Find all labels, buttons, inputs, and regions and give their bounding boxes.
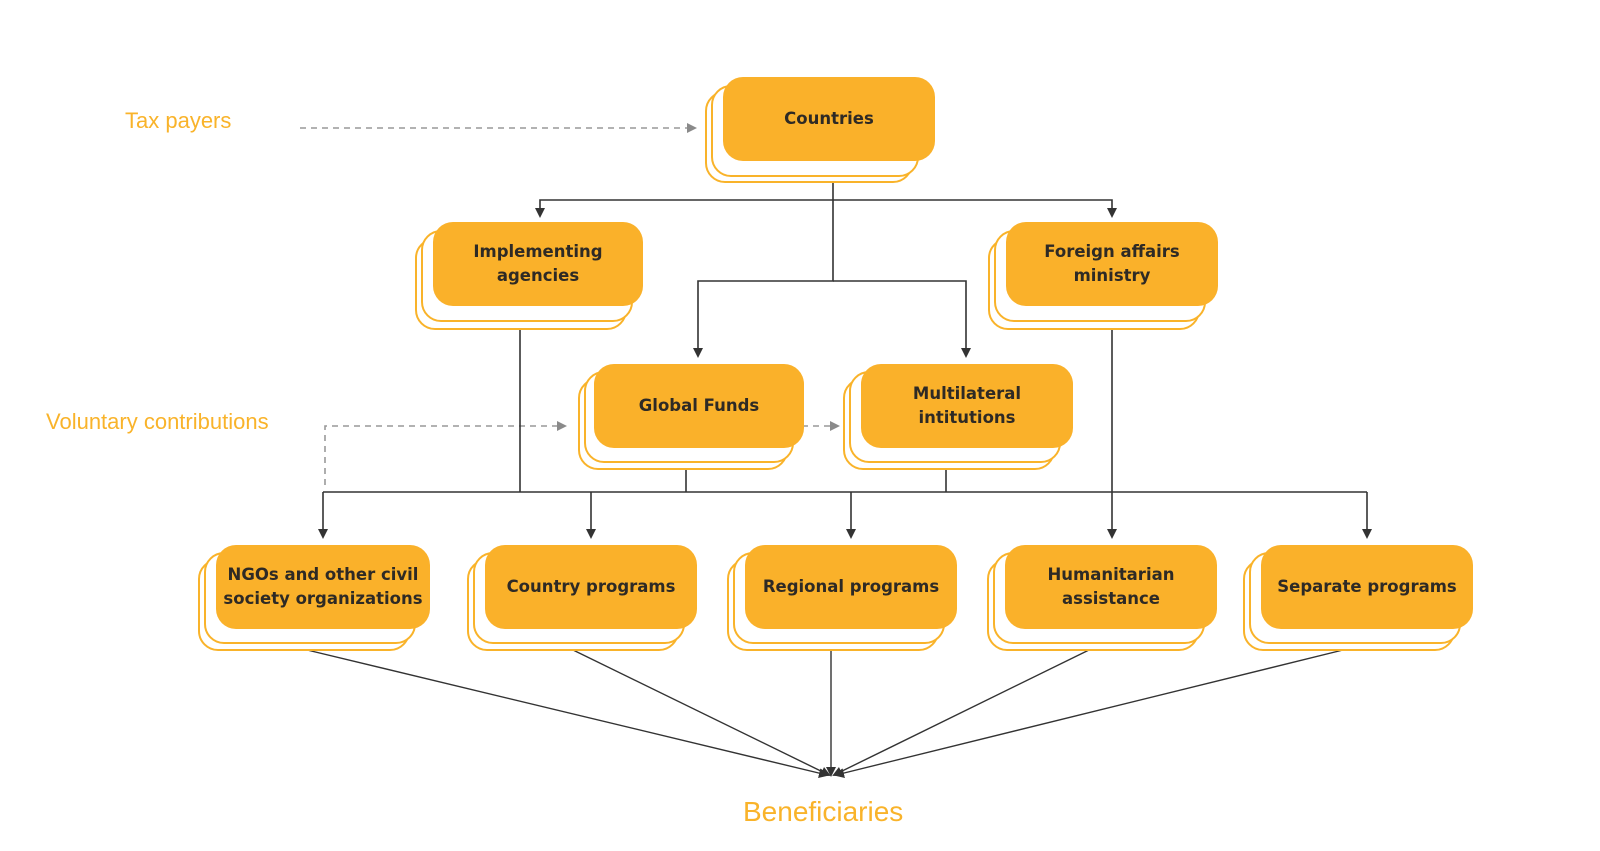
node-multilateral-institutions: Multilateral intitutions [843, 364, 1073, 470]
humanitarian-assistance-text: Humanitarian assistance [1047, 565, 1175, 608]
countries-to-agencies-arrow [535, 170, 834, 218]
node-humanitarian-assistance: Humanitarian assistance [987, 545, 1217, 651]
ngos-to-beneficiaries-arrow [302, 648, 829, 778]
node-implementing-agencies: Implementing agencies [415, 222, 645, 330]
countries-to-ministry-arrow [833, 199, 1117, 218]
countries-text: Countries [784, 109, 874, 128]
ngos-text: NGOs and other civil society organizatio… [223, 565, 423, 608]
global-funds-text: Global Funds [638, 396, 760, 415]
separate-programs-to-beneficiaries-arrow [834, 648, 1348, 778]
node-ngos: NGOs and other civil society organizatio… [198, 545, 430, 651]
separate-programs-text: Separate programs [1277, 577, 1457, 596]
tax-payers-label: Tax payers [125, 108, 232, 133]
country-programs-text: Country programs [506, 577, 676, 596]
countries-to-multilateral-arrow [833, 280, 971, 358]
beneficiaries-label: Beneficiaries [743, 796, 904, 827]
node-regional-programs: Regional programs [727, 545, 957, 651]
regional-programs-text: Regional programs [762, 577, 940, 596]
voluntary-to-globalfunds-arrow [324, 421, 567, 485]
node-countries: Countries [705, 77, 935, 183]
node-global-funds: Global Funds [578, 364, 808, 470]
multilateral-institutions-text: Multilateral intitutions [912, 384, 1022, 427]
country-programs-to-beneficiaries-arrow [570, 648, 831, 776]
humanitarian-to-beneficiaries-arrow [832, 648, 1092, 776]
implementing-agencies-text: Implementing agencies [473, 242, 603, 285]
node-separate-programs: Separate programs [1243, 545, 1473, 651]
foreign-affairs-ministry-text: Foreign affairs ministry [1044, 242, 1180, 285]
node-country-programs: Country programs [467, 545, 697, 651]
node-foreign-affairs-ministry: Foreign affairs ministry [988, 222, 1218, 330]
countries-to-globalfunds-arrow [693, 200, 834, 358]
voluntary-contributions-label: Voluntary contributions [46, 409, 269, 434]
